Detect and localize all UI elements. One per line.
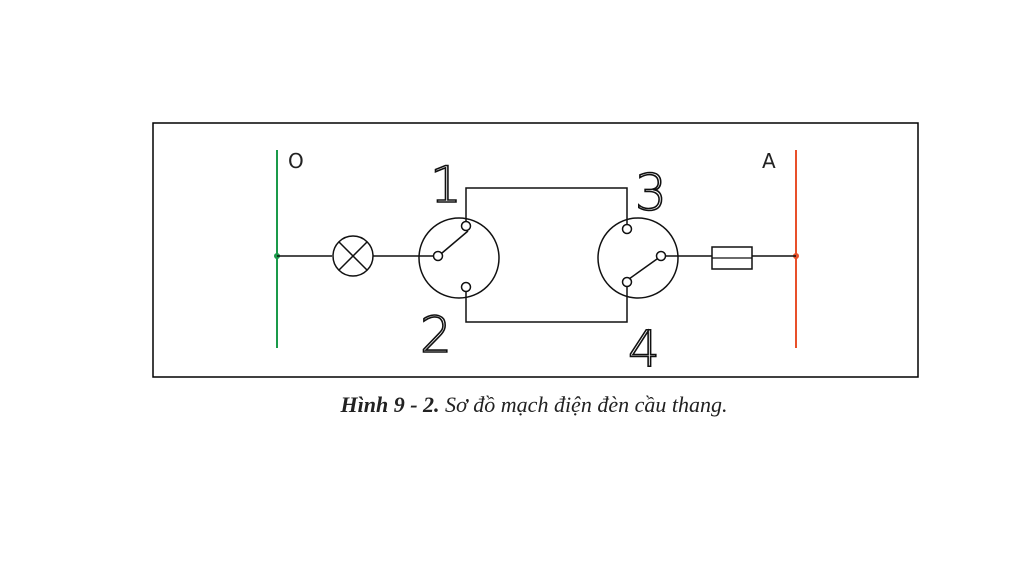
caption-text: Sơ đồ mạch điện đèn cầu thang. — [445, 392, 728, 417]
wire-traveller-bottom — [465, 287, 628, 323]
neutral-label: O — [288, 149, 304, 173]
phase-label: A — [762, 149, 776, 173]
contact-label-4: 4 — [628, 320, 660, 378]
lamp-icon — [332, 235, 374, 277]
figure-caption: Hình 9 - 2. Sơ đồ mạch điện đèn cầu than… — [0, 392, 1024, 418]
two-way-switch-icon — [418, 217, 500, 299]
figure-number: Hình 9 - 2. — [340, 392, 440, 417]
wire-traveller-top — [465, 187, 628, 224]
two-way-switch-icon — [597, 217, 679, 299]
contact-label-2: 2 — [420, 306, 452, 364]
diagram-frame — [152, 122, 919, 378]
contact-label-3: 3 — [635, 164, 667, 222]
contact-label-1: 1 — [430, 156, 462, 214]
fuse-icon — [711, 246, 753, 270]
